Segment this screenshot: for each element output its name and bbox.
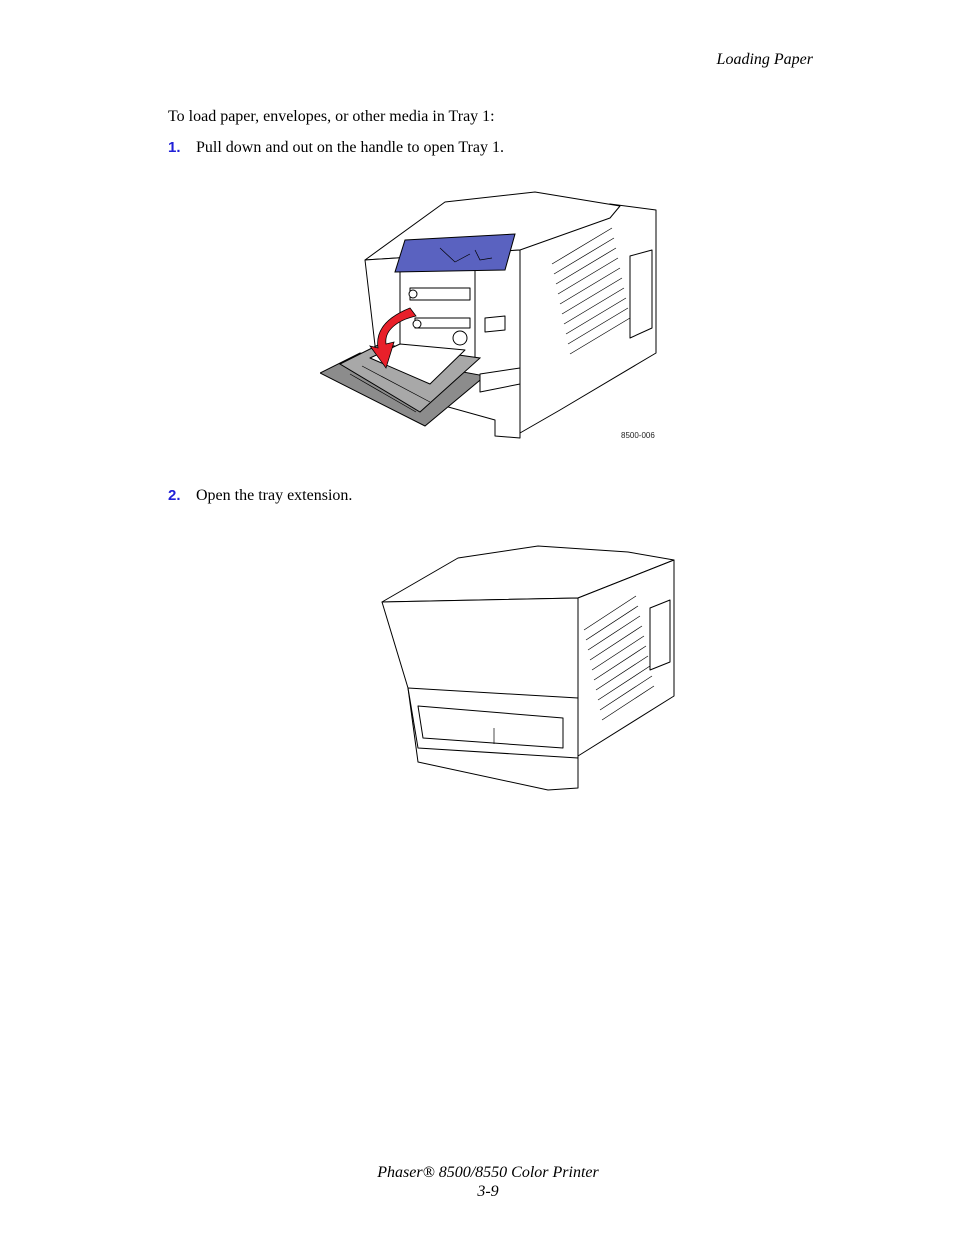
step-number: 2.	[168, 487, 181, 504]
footer-product: Phaser® 8500/8550 Color Printer	[377, 1164, 599, 1181]
running-header: Loading Paper	[716, 51, 813, 68]
figure-label: 8500-006	[621, 431, 655, 440]
page-footer: Phaser® 8500/8550 Color Printer 3-9	[0, 1163, 954, 1201]
step-text: Open the tray extension.	[196, 487, 353, 504]
step-number: 1.	[168, 139, 181, 156]
step-text: Pull down and out on the handle to open …	[196, 139, 504, 156]
step-2: 2. Open the tray extension.	[168, 487, 352, 505]
printer-tray-open-illustration	[318, 188, 660, 443]
step-1: 1. Pull down and out on the handle to ope…	[168, 139, 504, 157]
footer-page-number: 3-9	[477, 1183, 499, 1200]
intro-text: To load paper, envelopes, or other media…	[168, 108, 495, 125]
printer-closed-illustration	[378, 538, 678, 793]
